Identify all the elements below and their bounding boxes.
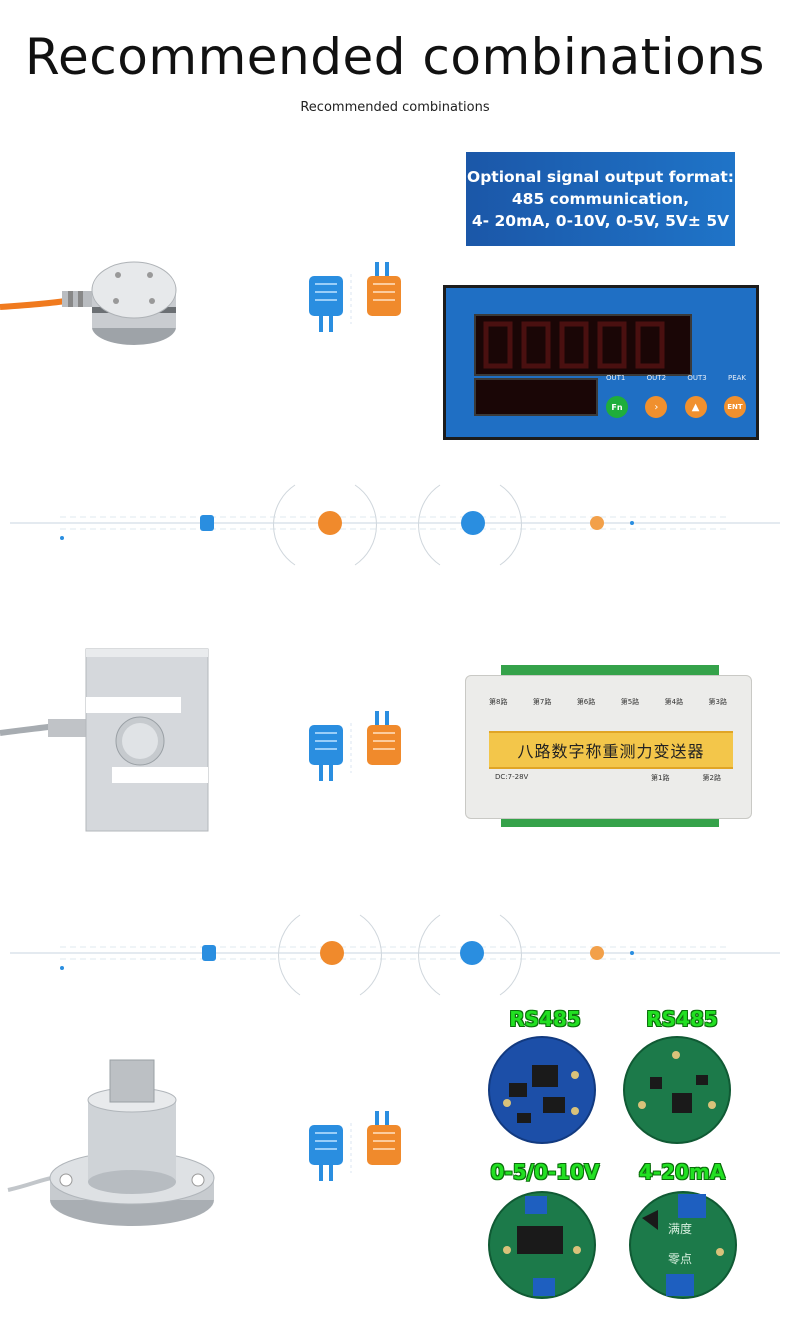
channel-label: 第6路 (576, 698, 596, 706)
page-subtitle: Recommended combinations (300, 100, 490, 115)
zero-point-mark: 零点 (668, 1252, 693, 1266)
board-label-current: 4-20mA (638, 1160, 726, 1184)
s-type-load-cell-image (0, 648, 209, 832)
channel-label: 第2路 (702, 774, 721, 782)
button-load-cell-image (0, 261, 177, 345)
main-display (474, 314, 692, 376)
bottom-channel-labels: 第1路 第2路 (651, 773, 721, 783)
flange-sensor-image (7, 1059, 215, 1226)
plug-socket-icon (309, 262, 401, 332)
channel-label: 第8路 (489, 698, 508, 706)
channel-labels: 第8路 第7路 第6路 第5路 第4路 第3路 (489, 697, 727, 707)
indicator-buttons: Fn › ▲ ENT (606, 396, 746, 418)
power-spec: DC:7-28V (495, 773, 529, 781)
plug-socket-icon (309, 711, 401, 781)
shift-icon: › (654, 401, 659, 413)
board-label-voltage: 0-5/0-10V (490, 1160, 600, 1184)
board-label-rs485: RS485 (509, 1007, 581, 1031)
signal-format-line-3: 4- 20mA, 0-10V, 0-5V, 5V± 5V (471, 212, 730, 230)
decorative-separator-1 (10, 484, 780, 566)
led-label-out2: OUT2 (646, 374, 667, 382)
weighing-indicator-panel: OUT1 OUT2 OUT3 PEAK Fn › ▲ ENT (443, 285, 759, 440)
current-output-board (629, 1191, 737, 1299)
shift-button[interactable]: › (645, 396, 668, 418)
full-scale-mark: 满度 (668, 1222, 693, 1236)
page-title: Recommended combinations (25, 28, 765, 86)
channel-label: 第1路 (651, 774, 670, 782)
channel-label: 第3路 (708, 698, 727, 706)
ent-button[interactable]: ENT (723, 396, 746, 418)
channel-label: 第7路 (532, 698, 552, 706)
up-button[interactable]: ▲ (684, 396, 707, 418)
signal-format-box: Optional signal output format: 485 commu… (466, 152, 735, 246)
rs485-board-blue (488, 1036, 596, 1144)
led-labels: OUT1 OUT2 OUT3 PEAK (606, 374, 746, 382)
channel-label: 第4路 (664, 698, 684, 706)
secondary-display (474, 378, 598, 416)
led-label-out3: OUT3 (687, 374, 707, 382)
signal-format-line-2: 485 communication, (511, 190, 690, 208)
voltage-output-board (488, 1191, 596, 1299)
rs485-board-green (623, 1036, 731, 1144)
transmitter-title-bar: 八路数字称重测力变送器 (489, 731, 733, 769)
fn-button[interactable]: Fn (606, 396, 628, 418)
arrow-up-icon: ▲ (691, 401, 700, 413)
board-label-rs485: RS485 (646, 1007, 718, 1031)
main-digits (483, 321, 665, 369)
eight-channel-transmitter: 第8路 第7路 第6路 第5路 第4路 第3路 八路数字称重测力变送器 DC:7… (465, 665, 752, 835)
channel-label: 第5路 (620, 698, 640, 706)
led-label-out1: OUT1 (606, 374, 626, 382)
plug-socket-icon (309, 1111, 401, 1181)
decorative-separator-2 (10, 914, 780, 996)
signal-format-line-1: Optional signal output format: (467, 168, 734, 186)
led-label-peak: PEAK (727, 374, 746, 382)
